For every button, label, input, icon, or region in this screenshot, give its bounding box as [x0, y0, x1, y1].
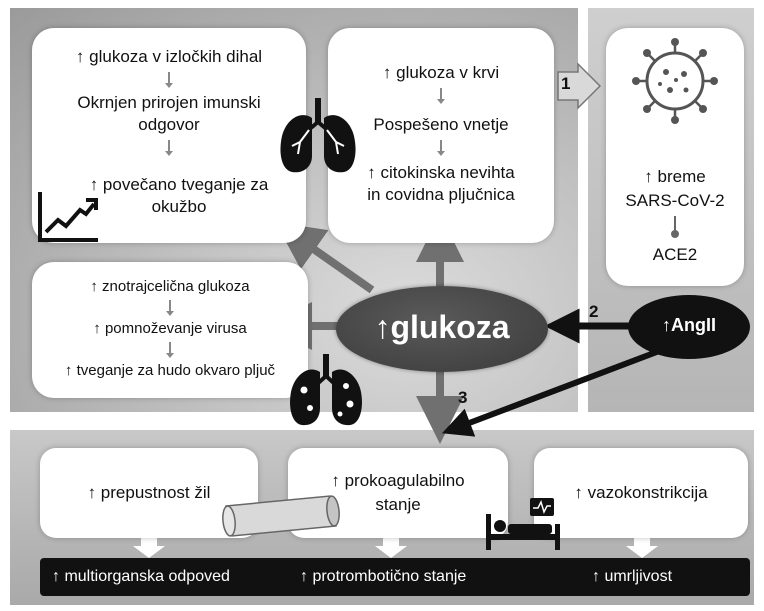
blood-vessel-icon [222, 495, 340, 537]
outcome-mid: ↑ protrombotično stanje [300, 568, 467, 585]
box-r-line3: ACE2 [652, 245, 698, 264]
box-tm-line1: ↑ glukoza v krvi [382, 63, 500, 82]
box-r-line1: ↑ breme [644, 167, 706, 186]
box-vasoconstriction: ↑ vazokonstrikcija [534, 448, 748, 538]
marker-2: 2 [589, 302, 599, 321]
rising-chart-icon [38, 192, 98, 242]
infected-lungs-icon [290, 354, 362, 426]
box-vascular-permeability: ↑ prepustnost žil [40, 448, 258, 538]
box-tm-line4: in covidna pljučnica [367, 185, 515, 204]
box-ml-line1: ↑ znotrajcelična glukoza [90, 278, 250, 295]
outcome-right: ↑ umrljivost [592, 568, 673, 585]
angii-label: ↑AngII [662, 315, 716, 335]
box-tm-line3: ↑ citokinska nevihta [367, 163, 515, 182]
down-arrow-left [133, 536, 165, 558]
outcome-left: ↑ multiorganska odpoved [52, 568, 230, 585]
box-tl-line2: Okrnjen prirojen imunski [77, 93, 261, 112]
box-intracellular-glucose: ↑ znotrajcelična glukoza ↑ pomnoževanje … [32, 262, 308, 398]
center-glucose-label: ↑glukoza [374, 309, 510, 345]
center-glucose-node: ↑glukoza [336, 286, 548, 372]
box-tl-line3: odgovor [138, 115, 200, 134]
box-viral-load: ↑ breme SARS-CoV-2 ACE2 [606, 28, 744, 286]
binding-connector [674, 216, 676, 234]
box-tl-line5: okužbo [151, 197, 207, 216]
bottom-mid-line1: ↑ prokoagulabilno [331, 471, 465, 490]
hospital-bed-icon [486, 498, 560, 550]
lungs-icon [280, 98, 356, 173]
binding-dot [671, 230, 679, 238]
box-tm-line2: Pospešeno vnetje [373, 115, 509, 134]
marker-1: 1 [561, 74, 571, 93]
arrow-1-shape [557, 62, 602, 110]
arrow-angii-to-bottom [441, 347, 664, 437]
bottom-right-label: ↑ vazokonstrikcija [574, 483, 708, 502]
outcomes-bar: ↑ multiorganska odpoved ↑ protrombotično… [40, 558, 750, 596]
arrow-to-top-left [275, 222, 375, 294]
box-ml-line2: ↑ pomnoževanje virusa [93, 320, 247, 337]
box-r-line2: SARS-CoV-2 [625, 191, 725, 210]
bottom-mid-line2: stanje [375, 495, 421, 514]
box-ml-line3: ↑ tveganje za hudo okvaro pljuč [64, 362, 276, 379]
marker-3: 3 [458, 388, 468, 407]
bottom-left-label: ↑ prepustnost žil [87, 483, 211, 502]
down-arrow-right [626, 536, 658, 558]
box-blood-glucose: ↑ glukoza v krvi Pospešeno vnetje ↑ cito… [328, 28, 554, 243]
box-tl-line1: ↑ glukoza v izločkih dihal [75, 47, 263, 66]
box-tl-line4: ↑ povečano tveganje za [89, 175, 269, 194]
coronavirus-icon [632, 38, 718, 124]
box-respiratory-glucose: ↑ glukoza v izločkih dihal Okrnjen priro… [32, 28, 306, 243]
angii-node: ↑AngII [628, 295, 750, 359]
down-arrow-mid [375, 536, 407, 558]
